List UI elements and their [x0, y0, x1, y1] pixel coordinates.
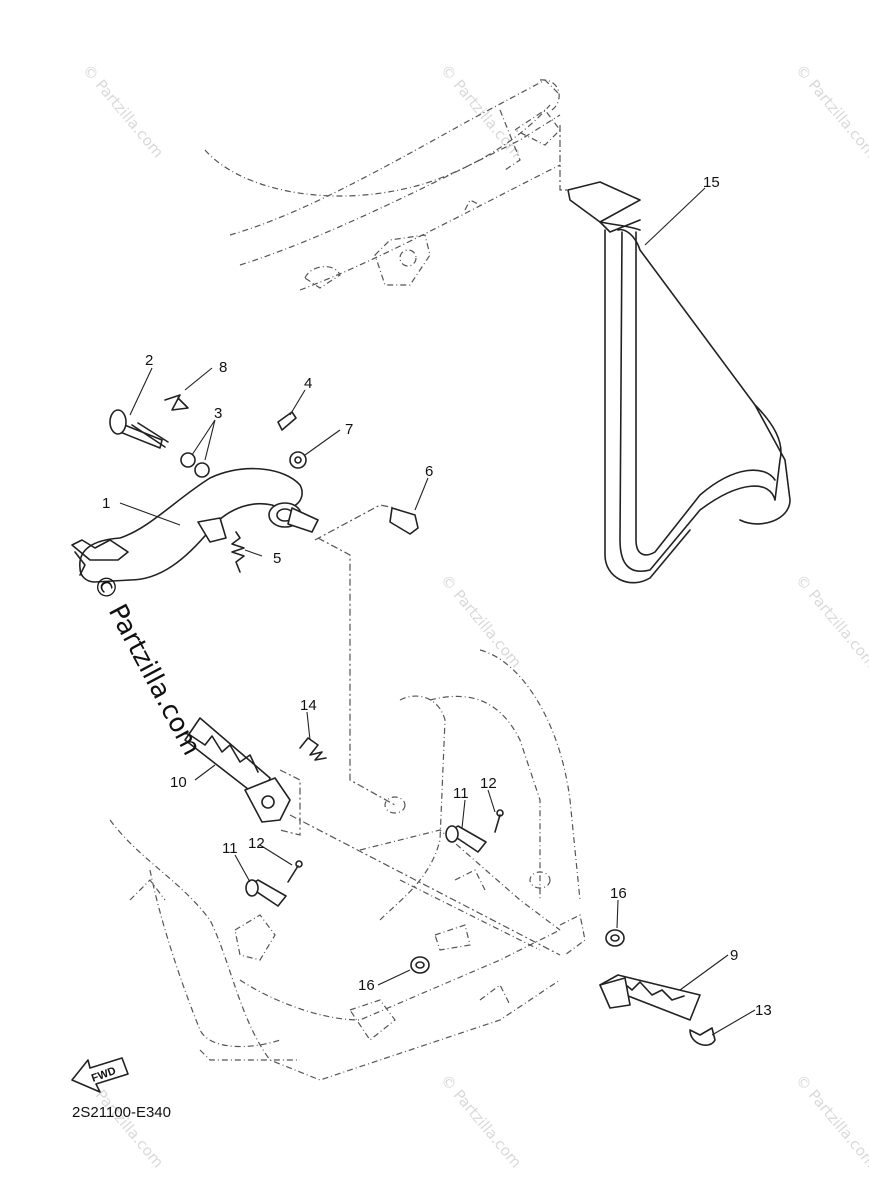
watermark-text: © Partzilla.com [79, 61, 167, 161]
callout-label: 15 [703, 174, 720, 191]
part-16-collar [410, 956, 430, 974]
part-14-spring [299, 737, 327, 761]
watermark-text: © Partzilla.com [792, 61, 869, 161]
part-6-clevis-pin [389, 507, 419, 535]
callout-numbers: 1 2 3 4 5 6 7 8 9 10 11 11 12 12 13 14 1… [102, 174, 772, 1019]
callout-label: 10 [170, 774, 187, 791]
callout-label: 7 [345, 421, 353, 438]
callout-label: 1 [102, 495, 110, 512]
watermark-prominent: © Partzilla.com [86, 569, 207, 760]
callout-label: 9 [730, 947, 738, 964]
watermark-text: © Partzilla.com [792, 1071, 869, 1171]
callout-label: 11 [453, 785, 469, 802]
callout-label: 4 [304, 375, 312, 392]
main-frame-ghost [109, 649, 586, 1081]
part-15-stand [567, 181, 791, 584]
callout-label: 6 [425, 463, 433, 480]
part-1-brake-pedal [79, 467, 303, 583]
part-10-footpeg-left [184, 717, 291, 823]
callout-label: 11 [222, 840, 238, 857]
diagram-code: 2S21100-E340 [72, 1104, 171, 1121]
callout-label: 3 [214, 405, 222, 422]
watermark-text: © Partzilla.com [437, 571, 525, 671]
callout-label: 8 [219, 359, 227, 376]
callout-label: 16 [610, 885, 627, 902]
watermark-text: © Partzilla.com [437, 61, 525, 161]
part-12-pin [287, 865, 299, 883]
leader-lines [119, 187, 756, 1036]
part-8-clip [164, 394, 189, 411]
brake-pedal-group [71, 394, 419, 806]
fasteners [245, 809, 504, 907]
callout-label: 13 [755, 1002, 772, 1019]
callout-label: 2 [145, 352, 153, 369]
fwd-arrow-icon: FWD [71, 1057, 129, 1093]
callout-label: 12 [480, 775, 497, 792]
watermark-text: © Partzilla.com [437, 1071, 525, 1171]
callout-label: 14 [300, 697, 317, 714]
watermark-text: © Partzilla.com [792, 571, 869, 671]
callout-label: 16 [358, 977, 375, 994]
callout-label: 12 [248, 835, 265, 852]
part-3-o-ring [180, 452, 196, 468]
part-9-footpeg-right [599, 974, 701, 1021]
part-5-spring [231, 531, 245, 573]
part-16-collar [605, 929, 625, 947]
rear-frame-ghost [204, 79, 595, 291]
part-4-cotter-pin [277, 411, 297, 431]
part-13-clip [689, 1027, 716, 1046]
callout-label: 5 [273, 550, 281, 567]
part-12-pin [494, 814, 501, 833]
watermark-layer: © Partzilla.com © Partzilla.com © Partzi… [79, 61, 869, 1171]
part-7-washer [289, 451, 307, 469]
